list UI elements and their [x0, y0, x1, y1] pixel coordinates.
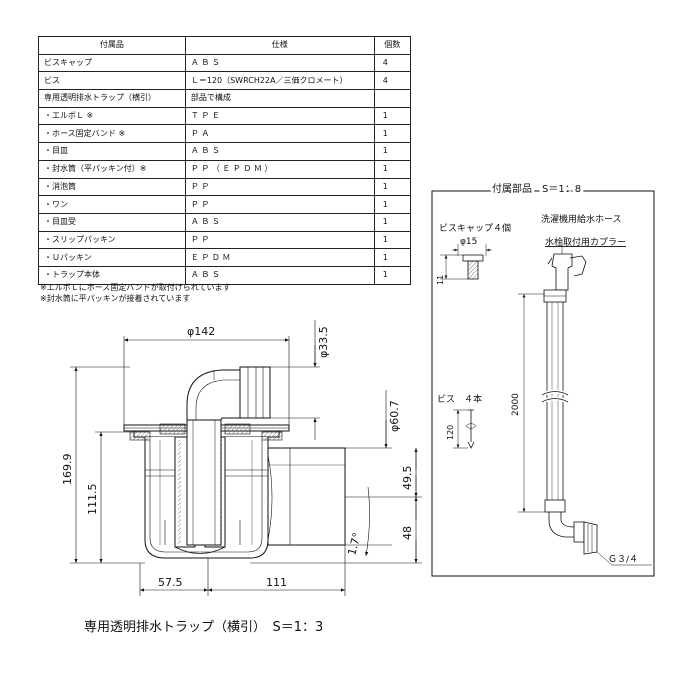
dim-top-width: φ142 [187, 325, 215, 338]
screw-drawing [453, 409, 477, 449]
dim-body-dia: φ60.7 [388, 400, 401, 432]
screw-cap-dia: φ15 [460, 237, 477, 247]
note-2: ※封水筒に平パッキンが接着されています [40, 294, 191, 303]
cell-qty: 1 [373, 265, 412, 285]
coupler-label: 水栓取付用カプラー [545, 236, 626, 248]
dim-bowl-height: 111.5 [86, 484, 99, 516]
note-1: ※エルボＬにホース固定バンドが取付けられています [40, 283, 231, 292]
screw-cap-label: ビスキャップ４個 [439, 222, 511, 234]
accessory-title: 付属部品 S＝1：8 [492, 182, 581, 195]
trap-drawing [70, 320, 422, 596]
dim-bottom-height: 48 [401, 526, 414, 540]
cell-qty: 1 [373, 248, 412, 267]
dim-slope: 1.7° [345, 531, 364, 557]
table-header-row: 付属品 仕様 個数 [38, 36, 412, 55]
dim-outlet-dia: φ33.5 [317, 326, 330, 358]
thread-label: Ｇ３/４ [608, 555, 638, 565]
table-row: 専用透明排水トラップ（横引）部品で構成 [38, 89, 412, 108]
screw-label: ビス ４本 [437, 393, 482, 405]
accessory-frame [431, 190, 655, 577]
table-notes: ※エルボＬにホース固定バンドが取付けられています ※封水筒に平パッキンが接着され… [40, 282, 230, 304]
hose-length: 2000 [511, 393, 521, 416]
dim-outlet-center: 49.5 [401, 466, 414, 491]
cell-part-name: ・トラップ本体 [38, 265, 186, 285]
cell-spec: ＡＢＳ [184, 265, 375, 285]
dim-left-offset: 57.5 [158, 576, 183, 589]
hose-label: 洗濯機用給水ホース [541, 213, 622, 225]
cell-qty: 1 [373, 195, 412, 214]
trap-caption: 専用透明排水トラップ（横引） S＝1：3 [84, 620, 323, 635]
screw-cap-height: 11 [436, 275, 445, 285]
table-row: ・封水筒（平パッキン付）※ＰＰ（ＥＰＤＭ）1 [38, 159, 412, 179]
dim-total-height: 169.9 [61, 454, 74, 486]
hose-drawing [518, 240, 652, 566]
cell-qty: 1 [373, 106, 412, 126]
screw-length: 120 [446, 425, 455, 440]
screw-cap-drawing [440, 244, 492, 280]
dim-right-length: 111 [266, 576, 287, 589]
